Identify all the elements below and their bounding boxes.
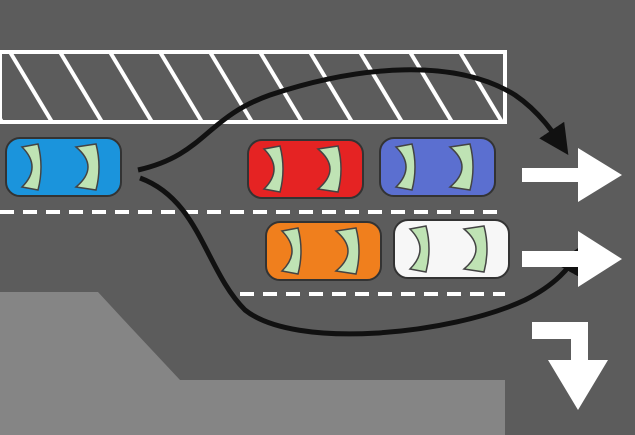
rear-window [20,143,42,191]
red-car [247,139,364,199]
hatch-stripe [258,52,304,122]
orange-car [265,221,382,281]
hatch-stripe [458,52,504,122]
rear-window [280,227,302,275]
hatch-stripe [208,52,254,122]
windshield [74,143,100,191]
hatch-stripe [158,52,204,122]
upper-straight-arrow [522,148,622,202]
blue-car [379,137,496,197]
hatch-stripe [308,52,354,122]
curb-area [0,292,505,435]
white-car [393,219,510,279]
windshield [448,143,474,191]
windshield [316,145,342,193]
windshield [334,227,360,275]
merging-car [5,137,122,197]
hatch-stripe [358,52,404,122]
hatch-stripe [108,52,154,122]
path-around-top [137,67,569,173]
path-into-lower-lane [139,175,583,337]
rear-window [394,143,416,191]
lower-straight-arrow [522,231,622,287]
rear-window [262,145,284,193]
rear-window [408,225,430,273]
hatch-stripe [8,52,54,122]
hatch-stripe [58,52,104,122]
windshield [462,225,488,273]
right-turn-arrow [532,322,608,410]
hatch-stripe [408,52,454,122]
